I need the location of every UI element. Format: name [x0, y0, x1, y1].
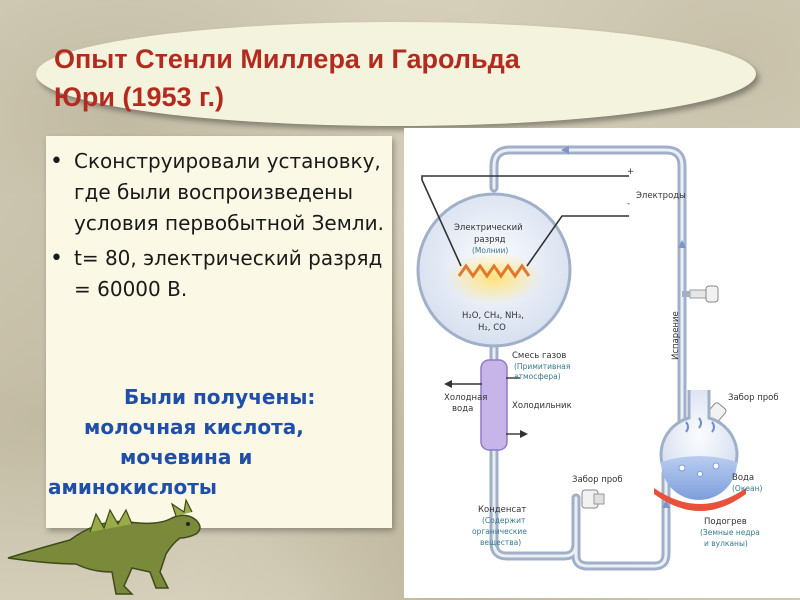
spark-icon — [457, 263, 531, 279]
cold-water-label-1: Холодная — [444, 393, 487, 403]
evaporation-label: Испарение — [671, 311, 681, 360]
electrode-minus-sign: - — [627, 199, 630, 209]
title-line-1: Опыт Стенли Миллера и Гарольда — [54, 44, 520, 74]
condensate-sub-2: органические — [472, 527, 527, 536]
sampling-port-top — [682, 285, 719, 303]
ocean-label: (Океан) — [732, 484, 762, 493]
condensate-sub-3: вещества) — [480, 538, 521, 547]
gas-mix-sub-1: (Примитивная — [514, 362, 570, 371]
results-heading: Были получены: — [124, 385, 316, 409]
cold-water-label-2: вода — [452, 404, 473, 414]
gas-mix-sub-2: атмосфера) — [514, 372, 561, 381]
heating-sub-1: (Земные недра — [700, 528, 760, 537]
condenser — [444, 359, 528, 451]
condenser-label: Холодильник — [512, 401, 572, 411]
electrodes-label: Электроды — [636, 191, 686, 201]
heating-sub-2: и вулканы) — [704, 539, 748, 548]
bullet-item: t= 80, электрический разряд = 60000 В. — [48, 243, 388, 305]
electrode-plus-sign: + — [627, 167, 634, 177]
result-item: аминокислоты — [48, 475, 217, 499]
miller-urey-apparatus-diagram: + - Электроды Электрический разряд (Молн… — [416, 145, 779, 571]
sampling-port-bottom — [581, 489, 605, 509]
title-banner — [36, 22, 756, 126]
heater — [654, 488, 746, 511]
condensate-label: Конденсат — [478, 505, 526, 515]
sampling-right-label: Забор проб — [728, 393, 779, 403]
boiling-flask — [659, 390, 739, 500]
gas-mix-label: Смесь газов — [512, 351, 566, 361]
condensate-sub-1: (Содержит — [482, 516, 526, 525]
result-item: мочевина и — [120, 445, 253, 469]
bullet-list: Сконструировали установку, где были восп… — [48, 146, 388, 309]
water-label: Вода — [732, 473, 754, 483]
bullet-item: Сконструировали установку, где были восп… — [48, 146, 388, 239]
title-line-2: Юри (1953 г.) — [54, 82, 225, 112]
spark-chamber-flask — [416, 192, 572, 348]
results-text: Были получены: молочная кислота, мочевин… — [40, 382, 400, 502]
gases-formula-2: H₂, CO — [478, 323, 506, 333]
discharge-label-1: Электрический — [454, 223, 523, 233]
page-title: Опыт Стенли Миллера и Гарольда Юри (1953… — [54, 40, 694, 116]
dinosaur-illustration — [7, 498, 201, 595]
discharge-label-2: разряд — [474, 235, 506, 245]
heating-label: Подогрев — [704, 517, 747, 527]
lightning-label: (Молнии) — [472, 246, 508, 255]
gases-formula-1: H₂O, CH₄, NH₃, — [462, 311, 524, 321]
result-item: молочная кислота, — [84, 415, 304, 439]
electrode-wires — [421, 175, 629, 267]
sampling-bottom-label: Забор проб — [572, 475, 623, 485]
